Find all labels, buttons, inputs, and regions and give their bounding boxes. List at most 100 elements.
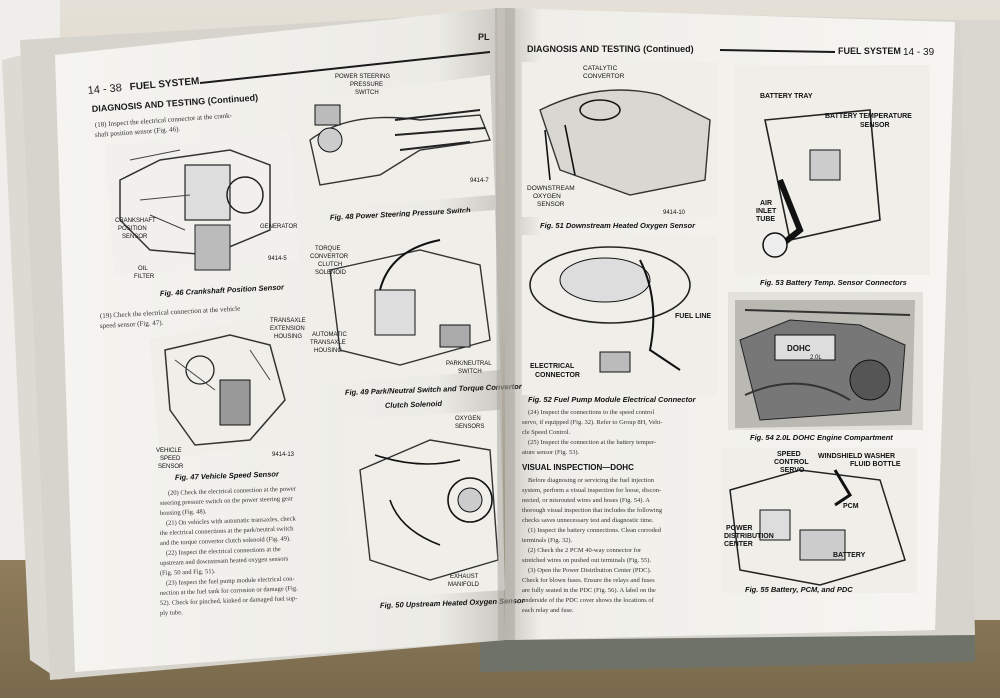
fig55-label-0: SPEED — [777, 451, 801, 458]
fig53-label-0: BATTERY TRAY — [760, 93, 813, 100]
fig49-caption-2: Clutch Solenoid — [385, 399, 443, 410]
visual-line-8: stretched wires on pushed out terminals … — [522, 557, 651, 564]
fig52-label-2: CONNECTOR — [535, 372, 580, 379]
fig47-label-1: EXTENSION — [270, 326, 305, 332]
visual-line-9: (3) Open the Power Distribution Center (… — [528, 567, 652, 574]
fig53-label-2: SENSOR — [860, 122, 890, 129]
figure-47: TRANSAXLE EXTENSION HOUSING VEHICLE SPEE… — [150, 310, 306, 482]
fig55-label-7: DISTRIBUTION — [724, 533, 774, 540]
visual-line-1: system, perform a visual inspection for … — [522, 487, 661, 494]
right-paragraph: (24) Inspect the connections to the spee… — [522, 409, 663, 614]
left-para-line-7: upstream and downstream heated oxygen se… — [160, 556, 289, 567]
right-section-title: FUEL SYSTEM — [838, 46, 901, 56]
fig54-label-0: DOHC — [787, 344, 811, 353]
fig49-label-0: TORQUE — [315, 246, 341, 252]
right-page-content: PL DIAGNOSIS AND TESTING (Continued) FUE… — [478, 32, 935, 614]
fig54-label-1: 2.0L — [810, 355, 822, 361]
left-para-line-11: 52). Check for pinched, kinked or damage… — [160, 595, 298, 607]
fig55-label-8: CENTER — [724, 541, 753, 548]
fig47-caption: Fig. 47 Vehicle Speed Sensor — [175, 469, 280, 482]
fig47-label-3: VEHICLE — [156, 448, 182, 454]
left-para-line-10: nection at the fuel tank for corrosion o… — [160, 585, 298, 597]
fig46-label-3: GENERATOR — [260, 224, 298, 230]
fig47-label-0: TRANSAXLE — [270, 318, 306, 324]
fig53-label-3: AIR — [760, 200, 772, 207]
visual-line-6: terminals (Fig. 32). — [522, 537, 573, 544]
fig46-label-4: OIL — [138, 266, 148, 272]
left-para-line-5: and the torque convertor clutch solenoid… — [160, 535, 291, 547]
left-para-line-0: (20) Check the electrical connection at … — [168, 486, 297, 497]
fig46-code: 9414-5 — [268, 256, 287, 262]
visual-line-2: nected, or misrouted wires and hoses (Fi… — [522, 497, 650, 504]
fig52-caption: Fig. 52 Fuel Pump Module Electrical Conn… — [528, 395, 697, 404]
fig51-label-0: CATALYTIC — [583, 65, 618, 72]
fig53-label-4: INLET — [756, 208, 777, 215]
left-para-line-6: (22) Inspect the electrical connections … — [166, 546, 281, 557]
left-step-19b: speed sensor (Fig. 47). — [100, 319, 164, 330]
right-para-line-0: (24) Inspect the connections to the spee… — [528, 409, 654, 416]
right-para-line-2: cle Speed Control. — [522, 429, 571, 436]
fig55-label-6: POWER — [726, 525, 752, 532]
fig53-caption: Fig. 53 Battery Temp. Sensor Connectors — [760, 278, 907, 287]
visual-line-12: underside of the PDC cover shows the loc… — [522, 597, 655, 604]
fig49-label-8: SWITCH — [458, 369, 482, 375]
fig50-label-0: OXYGEN — [455, 416, 481, 422]
fig55-label-4: FLUID BOTTLE — [850, 461, 901, 468]
fig55-label-3: WINDSHIELD WASHER — [818, 453, 895, 460]
fig49-label-2: CLUTCH — [318, 262, 342, 268]
fig51-caption: Fig. 51 Downstream Heated Oxygen Sensor — [540, 221, 696, 230]
visual-line-3: thorough visual inspection that includes… — [522, 507, 663, 514]
fig49-label-1: CONVERTOR — [310, 254, 349, 260]
fig55-caption: Fig. 55 Battery, PCM, and PDC — [745, 585, 853, 594]
fig55-label-1: CONTROL — [774, 459, 809, 466]
visual-line-4: checks saves unnecessary test and diagno… — [522, 517, 654, 524]
left-paragraph: (20) Check the electrical connection at … — [160, 486, 298, 617]
fig46-label-0: CRANKSHAFT — [115, 218, 156, 224]
left-page-number: 14 - 38 — [87, 82, 122, 97]
fig48-label-2: SWITCH — [355, 90, 379, 96]
left-para-line-9: (23) Inspect the fuel pump module electr… — [166, 576, 295, 587]
figure-51: CATALYTIC CONVERTOR DOWNSTREAM OXYGEN SE… — [522, 62, 717, 230]
visual-line-13: each relay and fuse. — [522, 607, 574, 614]
fig52-label-1: ELECTRICAL — [530, 363, 575, 370]
figure-48: POWER STEERING PRESSURE SWITCH 9414-7 Fi… — [300, 74, 495, 222]
right-page-number: 14 - 39 — [903, 47, 935, 58]
fig48-code: 9414-7 — [470, 178, 489, 184]
fig49-label-5: TRANSAXLE — [310, 340, 346, 346]
visual-line-0: Before diagnosing or servicing the fuel … — [528, 477, 655, 484]
fig50-label-3: MANIFOLD — [448, 582, 480, 588]
figure-53: BATTERY TRAY BATTERY TEMPERATURE SENSOR … — [735, 65, 930, 287]
left-para-line-12: ply tube. — [160, 609, 183, 617]
fig48-label-1: PRESSURE — [350, 82, 383, 88]
fig46-label-5: FILTER — [134, 274, 155, 280]
right-heading: DIAGNOSIS AND TESTING (Continued) — [527, 44, 694, 54]
fig50-label-2: EXHAUST — [450, 574, 479, 580]
right-para-line-4: ature sensor (Fig. 53). — [522, 449, 580, 456]
book-spine-shadow — [495, 8, 515, 640]
left-para-line-3: (21) On vehicles with automatic transaxl… — [166, 515, 297, 527]
right-para-line-1: servo, if equipped (Fig. 32). Refer to G… — [522, 419, 663, 426]
left-para-line-4: the electrical connections at the park/n… — [160, 525, 294, 537]
figure-55: SPEED CONTROL SERVO WINDSHIELD WASHER FL… — [722, 448, 917, 594]
fig47-label-4: SPEED — [160, 456, 181, 462]
fig52-label-0: FUEL LINE — [675, 313, 711, 320]
fig49-label-4: AUTOMATIC — [312, 332, 347, 338]
figure-49: TORQUE CONVERTOR CLUTCH SOLENOID AUTOMAT… — [305, 210, 523, 410]
fig51-label-2: DOWNSTREAM — [527, 185, 575, 192]
left-para-line-8: (Fig. 50 and Fig. 51). — [160, 568, 216, 577]
fig46-label-2: SENSOR — [122, 234, 148, 240]
fig51-label-1: CONVERTOR — [583, 73, 625, 80]
right-para-line-3: (25) Inspect the connection at the batte… — [528, 439, 656, 446]
fig53-label-1: BATTERY TEMPERATURE — [825, 113, 912, 120]
fig51-code: 9414-10 — [663, 210, 686, 216]
fig51-label-4: SENSOR — [537, 201, 565, 208]
fig54-caption: Fig. 54 2.0L DOHC Engine Compartment — [750, 433, 893, 442]
fig47-label-5: SENSOR — [158, 464, 184, 470]
visual-line-11: are fully seated in the PDC (Fig. 56). A… — [522, 587, 656, 594]
fig51-label-3: OXYGEN — [533, 193, 561, 200]
visual-line-7: (2) Check the 2 PCM 40-way connector for — [528, 547, 642, 554]
fig47-label-2: HOUSING — [274, 334, 302, 340]
visual-inspection-heading: VISUAL INSPECTION—DOHC — [522, 463, 634, 472]
right-page-tab: PL — [478, 32, 490, 42]
fig49-label-3: SOLENOID — [315, 270, 347, 276]
